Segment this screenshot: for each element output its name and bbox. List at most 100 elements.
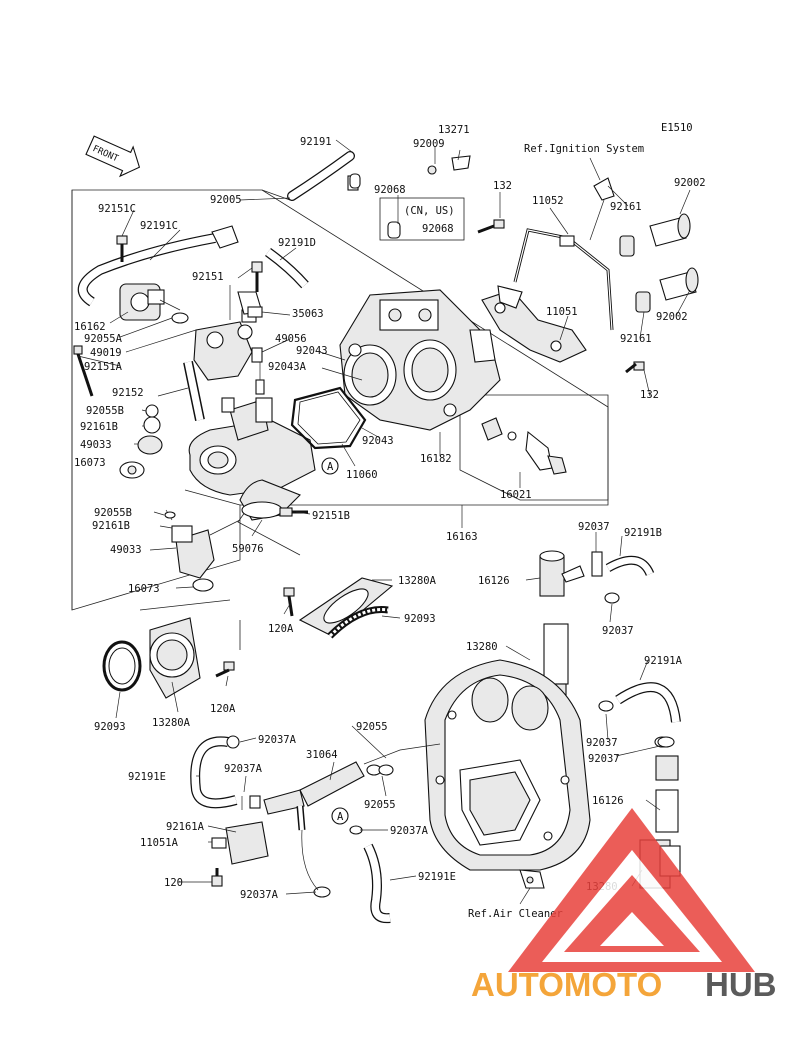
callout: 92055 [356, 721, 388, 733]
callout: 13271 [438, 124, 470, 136]
flange-13280a-upper [283, 577, 394, 639]
air-cleaner-base-13280 [424, 659, 591, 889]
callout: 92191B [624, 527, 662, 539]
pipe-92152 [183, 360, 205, 422]
front-arrow-icon: FRONT [85, 135, 141, 178]
callout: 120 [164, 877, 183, 889]
manifold-housing [193, 261, 263, 381]
callout: 16162 [74, 321, 106, 333]
callout: 92002 [656, 311, 688, 323]
bolt-92151b [279, 507, 308, 517]
callout: 92093 [404, 613, 436, 625]
callout: 132 [640, 389, 659, 401]
callout: 11052 [532, 195, 564, 207]
callout: 49056 [275, 333, 307, 345]
callout: 92037 [588, 753, 620, 765]
callout: 92191A [644, 655, 683, 667]
valve-16162 [119, 283, 189, 324]
callout: 92161A [166, 821, 205, 833]
small-fittings [247, 306, 265, 395]
hose-92191d [265, 247, 309, 289]
cn-us-box [379, 197, 465, 241]
callout: 92161 [620, 333, 652, 345]
callout: 16126 [478, 575, 510, 587]
seal-stack-left [119, 404, 163, 479]
callout: 92191E [418, 871, 456, 883]
ref-ignition-system: Ref.Ignition System [524, 143, 644, 155]
watermark-part-1: AUTOMOTO [471, 966, 662, 1003]
callout: 92009 [413, 138, 445, 150]
callout: 92151B [312, 510, 350, 522]
wire-11052 [513, 177, 615, 331]
callout: 92151A [84, 361, 123, 373]
throttle-body [339, 289, 501, 431]
callout: 120A [210, 703, 236, 715]
callout: 120A [268, 623, 294, 635]
callout: 16073 [128, 583, 160, 595]
bolts-132 [477, 219, 645, 374]
bracket-11051 [481, 285, 587, 363]
pipe-31064 [263, 743, 441, 831]
callout: 11051 [546, 306, 578, 318]
valve-11051a [211, 821, 269, 887]
hose-92191c [77, 225, 239, 307]
callout: 92037A [258, 734, 297, 746]
warning-triangle-logo [508, 808, 755, 972]
hose-92191 [287, 151, 359, 201]
callout: 92055B [94, 507, 132, 519]
diagram-code: E1510 [661, 122, 693, 134]
gasket-11060 [290, 386, 367, 450]
callout: 59076 [232, 543, 264, 555]
callout: 92161B [80, 421, 118, 433]
clip-13271 [427, 155, 471, 175]
callout: 92037 [602, 625, 634, 637]
callout: 92191D [278, 237, 316, 249]
cap-92068 [349, 173, 401, 239]
callout: 49033 [80, 439, 112, 451]
watermark-part-2: HUB [705, 966, 777, 1003]
callout: 92037A [390, 825, 429, 837]
callout: 92191C [140, 220, 178, 232]
injector-manifold: A [188, 397, 339, 521]
callout: 31064 [306, 749, 338, 761]
callout: 92005 [210, 194, 242, 206]
grommets-92002 [619, 213, 699, 313]
connector-a-marker-2: A [337, 811, 344, 823]
callout: 13280 [466, 641, 498, 653]
callout: 92043 [296, 345, 328, 357]
callout: 92068 [374, 184, 406, 196]
callout: 11060 [346, 469, 378, 481]
callout: 49019 [90, 347, 122, 359]
callout: 13280A [398, 575, 437, 587]
callout: 92043A [268, 361, 307, 373]
callout: 92151C [98, 203, 136, 215]
callout: 92161B [92, 520, 130, 532]
callout: 16073 [74, 457, 106, 469]
hose-92191e-lower: A [301, 807, 391, 924]
callout: 35063 [292, 308, 324, 320]
leader-lines [77, 139, 691, 905]
callout: 92043 [362, 435, 394, 447]
callout: 92055B [86, 405, 124, 417]
callout: 11051A [140, 837, 179, 849]
callout: 49033 [110, 544, 142, 556]
callout: 16182 [420, 453, 452, 465]
callout: 92152 [112, 387, 144, 399]
callout: 92037A [224, 763, 263, 775]
hose-92191e-left [190, 735, 261, 810]
sensor-16021 [481, 417, 567, 475]
bolt-92151a [73, 345, 94, 397]
ref-air-cleaner: Ref.Air Cleaner [468, 908, 563, 920]
automotohub-watermark: AUTOMOTO HUB [471, 808, 777, 1003]
callout: 16126 [592, 795, 624, 807]
callout: 92037 [586, 737, 618, 749]
callout: 132 [493, 180, 512, 192]
callout: 92055 [364, 799, 396, 811]
callout: 92002 [674, 177, 706, 189]
connector-a-marker: A [327, 461, 334, 473]
callout: 92037A [240, 889, 279, 901]
callout: 92151 [192, 271, 224, 283]
callout: 13280A [152, 717, 191, 729]
